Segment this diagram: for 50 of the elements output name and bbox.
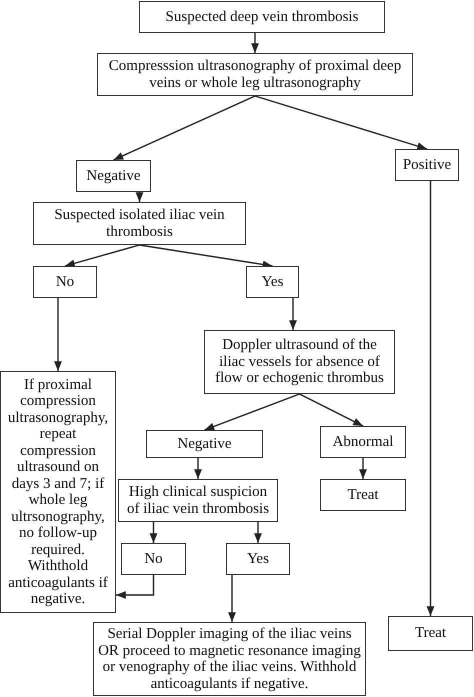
box-text: Treat — [347, 486, 379, 504]
process-box — [139, 1, 385, 33]
box-text: Serial Doppler imaging of the iliac veins OR proceed to magnetic resonance imaging or venography of the iliac veins. Withhold anticoagulants if negative. — [97, 626, 362, 692]
arrow — [251, 33, 259, 53]
arrow — [228, 575, 236, 622]
process-box — [76, 160, 151, 192]
arrow — [136, 192, 144, 202]
box-text: High clinical suspicion of iliac vein thrombosis — [126, 484, 270, 517]
arrow — [139, 244, 273, 268]
process-box — [246, 266, 299, 298]
arrow — [116, 575, 154, 599]
arrow — [254, 95, 428, 150]
process-box — [97, 53, 413, 96]
arrow — [254, 522, 262, 543]
box-text: Yes — [247, 550, 269, 568]
arrow — [359, 458, 367, 479]
arrow — [289, 298, 297, 330]
process-box — [118, 479, 278, 522]
arrow — [150, 522, 158, 543]
process-box — [121, 543, 186, 575]
arrow — [54, 298, 62, 371]
process-box — [0, 371, 116, 613]
box-text: Suspected deep vein thrombosis — [166, 8, 358, 26]
arrow — [113, 95, 256, 161]
arrow — [194, 458, 202, 479]
process-box — [320, 426, 406, 458]
process-box — [226, 543, 290, 575]
process-box — [395, 149, 459, 181]
process-box — [204, 330, 395, 394]
box-text: Yes — [262, 274, 284, 290]
box-text: Doppler ultrasound of the iliac vessels for absence of flow or echogenic thrombus — [214, 337, 385, 387]
process-box — [33, 266, 97, 298]
box-text: Positive — [402, 156, 452, 174]
process-box — [146, 430, 263, 458]
box-text: Compresssion ultrasonography of proximal deep veins or whole leg ultrasonography — [108, 58, 402, 91]
box-text: Abnormal — [332, 434, 394, 450]
process-box — [33, 202, 246, 245]
process-box — [388, 616, 473, 651]
box-text: No — [144, 550, 163, 568]
box-text: Treat — [414, 625, 446, 642]
process-box — [320, 479, 406, 511]
box-text: If proximal compression ultrasonography, repeat compression ultrasound on days 3 and 7; if whole leg ultrsonography, no follow-up required. Withthold anticoagulants if negative. — [6, 376, 110, 608]
arrow — [426, 181, 434, 616]
arrow — [299, 393, 364, 427]
arrow — [204, 393, 300, 431]
box-text: Suspected isolated iliac vein thrombosis — [53, 207, 226, 240]
box-text: Negative — [177, 436, 232, 452]
box-text: Negative — [86, 168, 141, 184]
box-text: No — [56, 274, 74, 290]
arrow — [64, 244, 140, 268]
